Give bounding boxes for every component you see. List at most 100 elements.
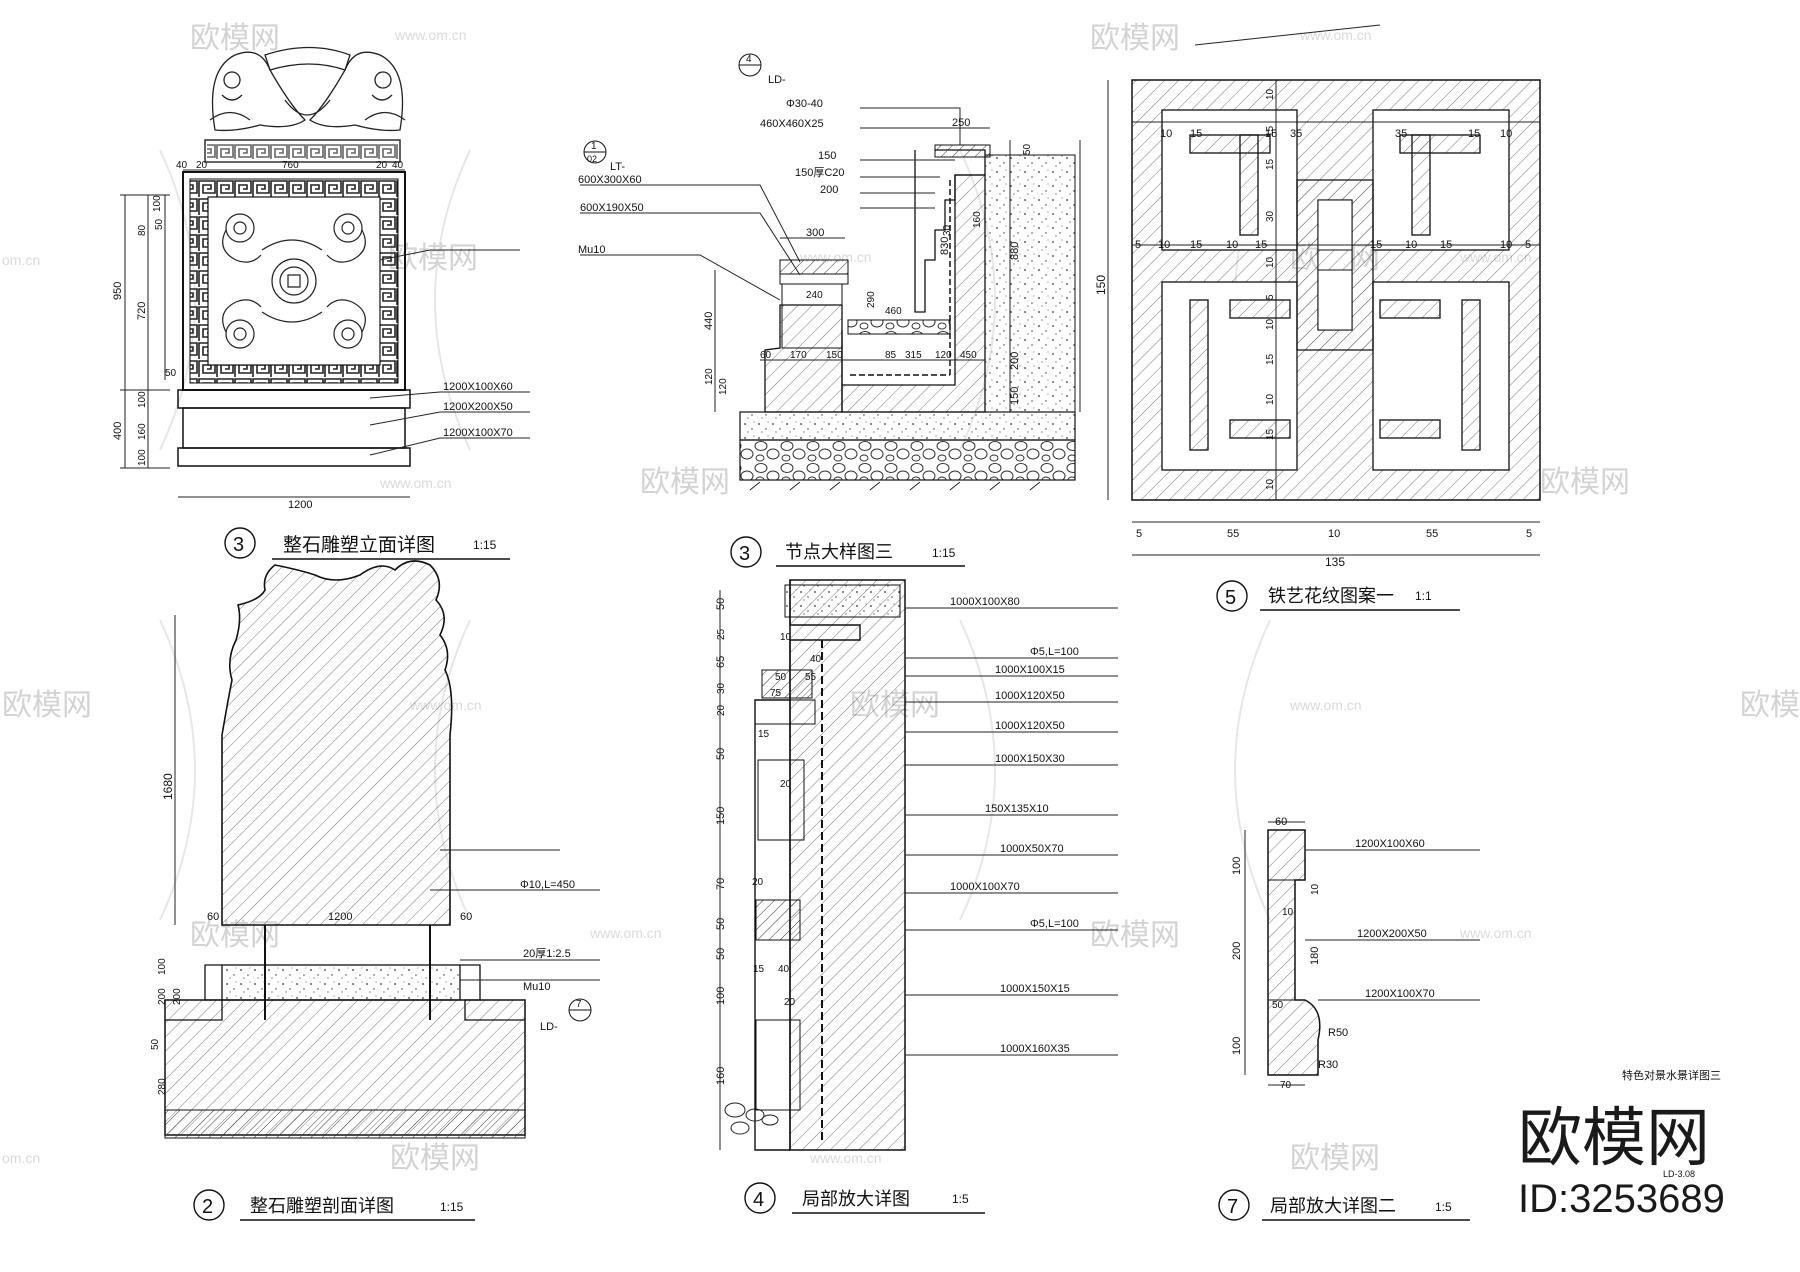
pattern-dim: 55 [1227,528,1239,540]
detail4-coping [784,584,901,618]
elev-dim: 100 [137,449,148,466]
node-dim: 240 [806,290,823,301]
drawing-title: 局部放大详图二 [1270,1196,1396,1216]
title-circle [744,1182,776,1214]
drawing-title: 整石雕塑立面详图 [283,534,435,556]
detail4-dim: 40 [810,654,822,665]
detail4-dim: 20 [716,704,727,716]
node-dim: 315 [905,350,922,361]
drawing-title: 铁艺花纹图案一 [1268,586,1394,606]
detail4-dim: 65 [715,656,727,668]
drawing-title: 节点大样图三 [785,542,893,562]
section-foot [164,1109,526,1139]
corner-flower [222,213,262,263]
detail4-dim: 25 [716,628,727,640]
section-label: Mu10 [523,981,551,993]
carved-band [207,143,398,159]
section-dim: 280 [157,1078,168,1095]
base-foot [177,447,411,467]
drawing-scale: 1:1 [1415,589,1432,603]
pattern-dim: 15 [1255,239,1267,251]
title-number: 2 [202,1196,213,1218]
drawing-scale: 1:15 [932,546,956,560]
gravel-bed [739,439,1076,481]
detail4-label: Φ5,L=100 [1030,918,1079,930]
section-step-right [460,964,525,1021]
section-dim: 100 [157,958,168,975]
detail4-label: 150X135X10 [985,803,1049,815]
elev-label: 1200X200X50 [443,401,513,413]
detail4-dim: 70 [715,878,727,890]
pattern-dim: 10 [1500,239,1512,251]
pattern-dim: 15 [1265,125,1276,137]
pattern-dim: 10 [1158,239,1170,251]
elev-dim: 40 [176,160,188,171]
detail4-cladding [754,580,861,1151]
pattern-dim: 10 [1265,88,1276,100]
brand-id: ID:3253689 [1518,1177,1725,1221]
section-dim: 50 [150,1038,161,1050]
callout-ref: LD- [540,1021,558,1033]
watermark-brand: 欧模网 [2,689,92,722]
sheet-label: 特色对景水景详图三 [1622,1068,1721,1082]
detail4-inner-dims: 10 40 50 55 75 15 20 20 15 40 20 [752,632,822,1008]
detail4-dim: 55 [805,672,817,683]
detail7-dim: 10 [1282,907,1294,918]
wall-cap [779,259,849,275]
concrete-base [739,411,1076,441]
detail4-step [754,699,816,725]
detail4-dim: 30 [716,682,727,694]
corner-flower [326,299,366,349]
watermark-brand: 欧模网 [1090,919,1180,952]
watermark-url: www.om.cn [1459,925,1532,941]
detail4-wall [789,579,906,1151]
detail4-dim: 150 [715,807,727,825]
watermark-brand: 欧模网 [1290,1142,1380,1175]
title-number: 7 [1227,1196,1238,1218]
pattern-dim: 15 [1265,353,1276,365]
pebbles [724,1102,779,1135]
node-dim: 120 [704,368,715,385]
detail4-step [761,669,813,699]
pattern-dim: 10 [1328,528,1340,540]
pattern-bars [1189,134,1481,451]
pool-basin [841,174,986,413]
pattern-dim: 10 [1226,239,1238,251]
watermark-url: om.cn [2,252,40,268]
detail4-label: 1000X100X80 [950,596,1020,608]
pattern-dim: 15 [1265,428,1276,440]
sheet-code: LD-3.08 [1663,1169,1695,1179]
pattern-center-bar [1317,249,1353,271]
base-body [182,407,406,449]
section-step-left [165,964,223,1021]
cascade-cap [934,144,991,158]
detail4-dim: 15 [758,729,770,740]
elev-label: 1200X100X60 [443,381,513,393]
pattern-dim: 5 [1265,294,1276,300]
detail4-label: 1000X50X70 [1000,843,1064,855]
detail7-dim: 100 [1231,1037,1243,1055]
elev-label: 1200X100X70 [443,427,513,439]
section-dim: 200 [157,988,168,1005]
drawing-title: 局部放大详图 [802,1189,910,1209]
pattern-dim: 15 [1370,239,1382,251]
callout-ref: LD- [768,74,786,86]
soil-hatch-bottom [749,481,1041,491]
detail7-leaders [1305,849,1480,1001]
title-circle [1218,1189,1250,1221]
pattern-dim: 15 [1265,158,1276,170]
sculpture-section [221,560,453,926]
callout-number: 1 [591,141,597,152]
corner-flower [222,299,262,349]
node-dim: 200 [1009,352,1021,370]
wall-cap-2 [779,273,849,285]
watermark-brand: 欧模网 [190,22,280,55]
node-dim: 300 [806,227,824,239]
node-label: 460X460X25 [760,118,824,130]
title-number: 3 [233,534,244,556]
section-label: Φ10,L=450 [520,879,575,891]
detail4-label: 1000X160X35 [1000,1043,1070,1055]
detail7-dim: 70 [1280,1080,1292,1091]
pattern-dim: 55 [1426,528,1438,540]
watermark-brand: 欧模网 [390,1142,480,1175]
